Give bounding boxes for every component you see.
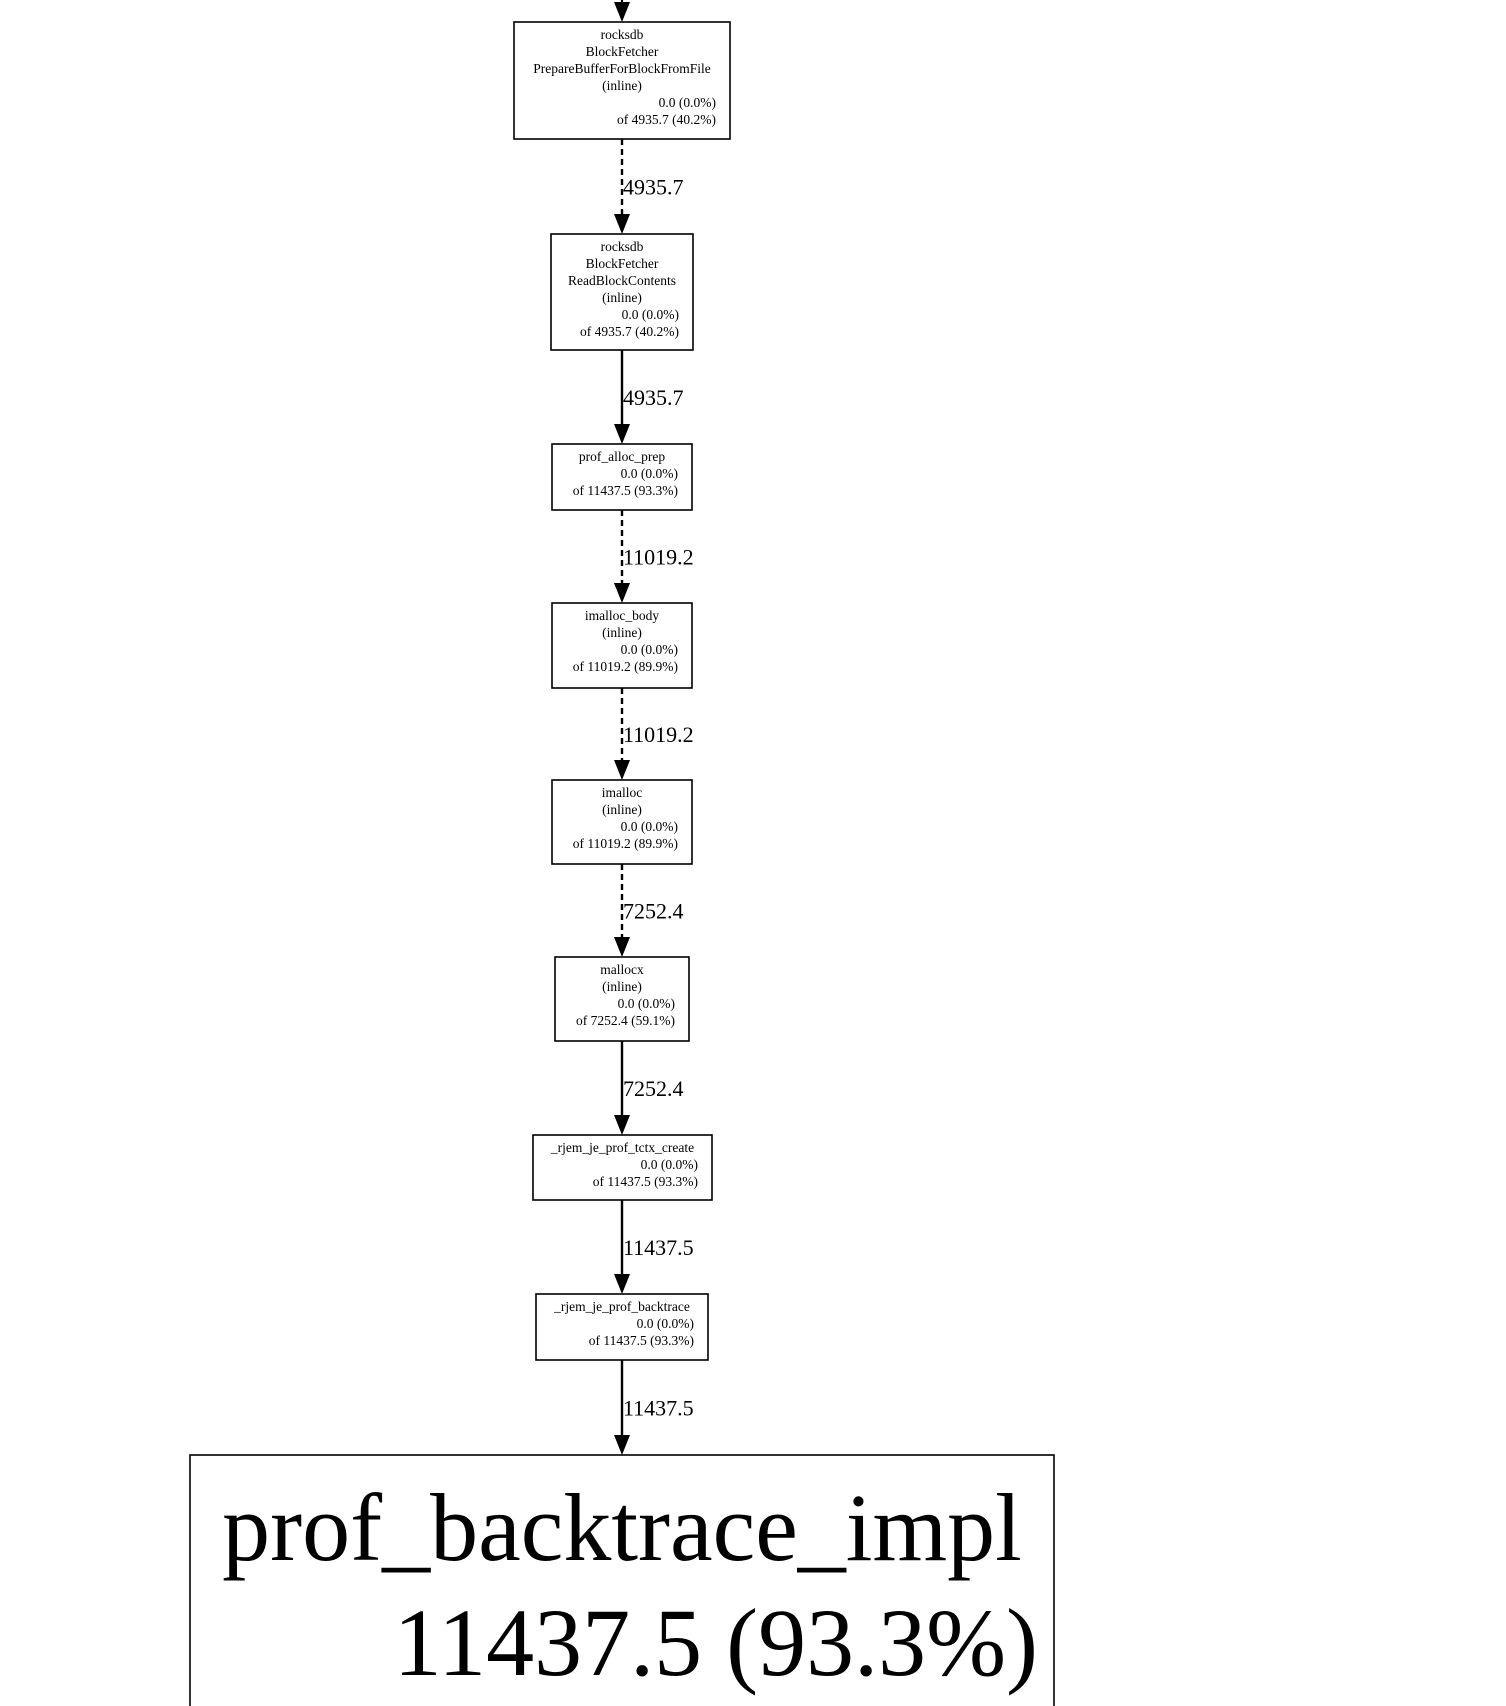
node-name: ReadBlockContents (568, 273, 676, 288)
node-name: (inline) (602, 802, 642, 817)
node-box (535, 1293, 709, 1361)
node-flat: 0.0 (0.0%) (622, 307, 679, 322)
edge[interactable]: 4935.7 (620, 350, 684, 424)
edge[interactable]: 4935.7 (620, 139, 684, 214)
node-name: PrepareBufferForBlockFromFile (533, 61, 710, 76)
arrowhead-icon (614, 214, 630, 234)
arrowhead-icon (614, 760, 630, 780)
node-name: (inline) (602, 979, 642, 994)
arrowhead-icon (614, 1274, 630, 1294)
node-flat: 0.0 (0.0%) (621, 466, 678, 481)
arrowhead-icon (614, 1115, 630, 1135)
node-box (550, 233, 694, 351)
node-cum: of 11437.5 (93.3%) (593, 1174, 698, 1189)
node-name: rocksdb (601, 27, 644, 42)
node-cum: of 4935.7 (40.2%) (617, 112, 716, 127)
node-cum: of 11019.2 (89.9%) (573, 836, 678, 851)
node-cum: of 11437.5 (93.3%) (589, 1333, 694, 1348)
node-n5[interactable]: imalloc (inline) 0.0 (0.0%) of 11019.2 (89.… (551, 779, 693, 865)
node-flat: 0.0 (0.0%) (637, 1316, 694, 1331)
node-name: imalloc_body (585, 608, 659, 623)
node-box (551, 602, 693, 689)
edge-label: 11019.2 (623, 722, 694, 747)
node-cum: of 4935.7 (40.2%) (580, 324, 679, 339)
node-name: (inline) (602, 78, 642, 93)
edge[interactable]: 7252.4 (620, 864, 684, 937)
node-name: _rjem_je_prof_backtrace (553, 1299, 690, 1314)
node-name: mallocx (600, 962, 644, 977)
edge-label: 11437.5 (623, 1235, 694, 1260)
node-n1[interactable]: rocksdbBlockFetcherPrepareBufferForBlock… (513, 21, 731, 140)
node-flat: 0.0 (0.0%) (621, 642, 678, 657)
node-flat: 0.0 (0.0%) (618, 996, 675, 1011)
node-box (532, 1134, 713, 1201)
node-name: (inline) (602, 290, 642, 305)
edge[interactable]: 11437.5 (620, 1360, 694, 1435)
node-box (189, 1454, 1055, 1706)
edge-label: 11019.2 (623, 545, 694, 570)
edge-label: 4935.7 (623, 175, 684, 200)
node-n6[interactable]: mallocx (inline) 0.0 (0.0%) of 7252.4 (59.1… (554, 956, 690, 1042)
arrowhead-icon (614, 424, 630, 444)
node-name: (inline) (602, 625, 642, 640)
node-name: prof_backtrace_impl (222, 1474, 1022, 1581)
node-cum: of 11437.5 (93.3%) (573, 483, 678, 498)
node-n7[interactable]: _rjem_je_prof_tctx_create 0.0 (0.0%) of 11… (532, 1134, 713, 1201)
node-cum: of 11019.2 (89.9%) (573, 659, 678, 674)
node-name: BlockFetcher (586, 44, 659, 59)
node-name: _rjem_je_prof_tctx_create (550, 1140, 694, 1155)
node-n3[interactable]: prof_alloc_prep 0.0 (0.0%) of 11437.5 (93.… (551, 443, 693, 511)
node-n8[interactable]: _rjem_je_prof_backtrace 0.0 (0.0%) of 1143… (535, 1293, 709, 1361)
node-n4[interactable]: imalloc_body (inline) 0.0 (0.0%) of 11019.2… (551, 602, 693, 689)
edge-label: 4935.7 (623, 385, 684, 410)
node-box (551, 779, 693, 865)
node-name: imalloc (602, 785, 643, 800)
node-box (551, 443, 693, 511)
node-box (554, 956, 690, 1042)
node-name: prof_alloc_prep (579, 449, 665, 464)
edge-label: 7252.4 (623, 899, 684, 924)
node-name: rocksdb (601, 239, 644, 254)
node-flat: 11437.5 (93.3%) (394, 1589, 1038, 1696)
edge[interactable]: 7252.4 (620, 1041, 684, 1115)
arrowhead-icon (614, 1435, 630, 1455)
node-name: BlockFetcher (586, 256, 659, 271)
node-cum: of 7252.4 (59.1%) (576, 1013, 675, 1028)
arrowhead-icon (614, 583, 630, 603)
node-flat: 0.0 (0.0%) (641, 1157, 698, 1172)
node-box (513, 21, 731, 140)
edge-label: 11437.5 (623, 1396, 694, 1421)
edge[interactable]: 11019.2 (620, 510, 694, 583)
arrowhead-icon (614, 2, 630, 22)
node-flat: 0.0 (0.0%) (621, 819, 678, 834)
node-flat: 0.0 (0.0%) (659, 95, 716, 110)
edge-label: 7252.4 (623, 1076, 684, 1101)
edge[interactable]: 11437.5 (620, 1200, 694, 1274)
edge[interactable]: 11019.2 (620, 688, 694, 760)
arrowhead-icon (614, 937, 630, 957)
